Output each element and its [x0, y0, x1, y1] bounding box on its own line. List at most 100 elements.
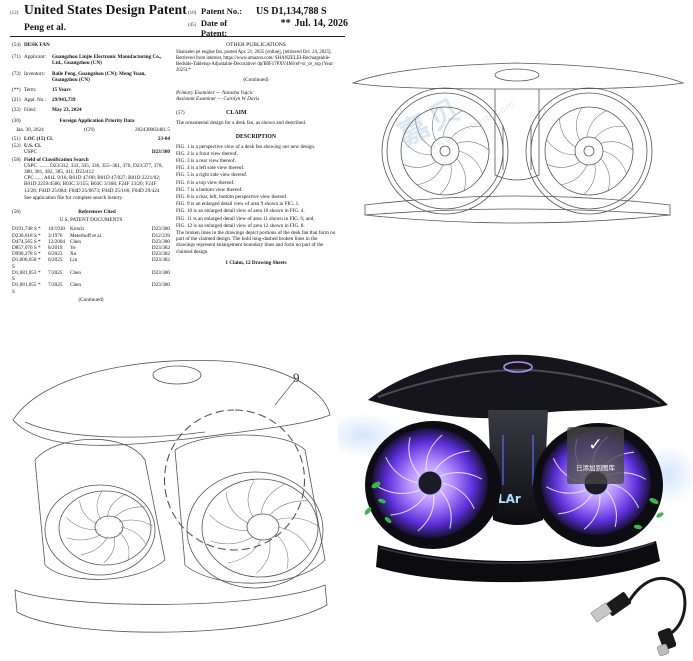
reference-cell: Chen: [70, 269, 81, 276]
front-right-fan: [525, 87, 653, 215]
header-code-10: (10): [188, 11, 197, 16]
fan-blade: [209, 514, 249, 531]
photo-display-text: LAr: [498, 492, 521, 506]
fan-blade: [408, 437, 421, 477]
reference-cell: D12/239: [151, 232, 170, 239]
fan-blade: [377, 486, 421, 494]
reference-cell: 3/1976: [48, 232, 63, 239]
fan-blade: [415, 118, 432, 148]
fan-blade: [458, 150, 483, 175]
reference-cell: *: [38, 257, 41, 264]
reference-cell: 6/2025: [48, 257, 63, 264]
applicant-value: Guangzhou Linjie Electronic Manufacturin…: [52, 54, 162, 67]
fan-blade: [227, 539, 262, 564]
field-uspc: USPC ........ D23/332, 333, 335, 336, 35…: [24, 162, 163, 176]
fan-blade: [79, 500, 98, 525]
fan-blade: [118, 532, 130, 560]
photo-top-wing: [368, 354, 668, 419]
reference-cell: Chen: [70, 238, 81, 245]
fan-blade: [247, 480, 255, 518]
fan-blade: [439, 472, 483, 480]
reference-cell: *: [38, 226, 41, 233]
description-item: FIG. 9 is an enlarged detail view of are…: [176, 201, 300, 208]
filed-code: (22): [12, 107, 21, 114]
priority-label: Foreign Application Priority Data: [59, 117, 135, 124]
front-base: [364, 195, 671, 216]
us-cl-label: U.S. Cl.: [24, 143, 42, 150]
fan-blade: [120, 526, 147, 547]
fan-blade: [103, 535, 115, 564]
us-cl-code: (52): [12, 143, 21, 150]
field-code: (58): [12, 156, 21, 163]
reference-cell: Lin: [70, 257, 78, 264]
reference-cell: 7/2025: [48, 269, 63, 276]
applicant-label: Applicant:: [24, 54, 46, 61]
fan-blade: [560, 164, 588, 186]
header-right: (10) Patent No.: US D1,134,788 S (45) Da…: [188, 6, 348, 38]
fan-blade: [605, 489, 618, 528]
fan-blade: [600, 141, 634, 151]
appl-no-label: Appl. No.:: [24, 97, 47, 104]
description-item: FIG. 1 is a perspective view of a desk f…: [176, 143, 316, 150]
reference-cell: 10/1930: [48, 226, 66, 233]
saved-badge[interactable]: ✓ 已添加到图库: [567, 427, 624, 484]
fan-blade: [119, 519, 154, 527]
appl-no-value: 29/943,739: [52, 97, 76, 104]
refs-sub: U.S. PATENT DOCUMENTS: [59, 217, 123, 224]
patent-front-page: (12) United States Design Patent Peng et…: [10, 2, 348, 347]
us-cl-sub: USPC: [24, 149, 37, 156]
fan-blade: [107, 493, 127, 518]
fan-blade: [456, 158, 466, 191]
filed-value: May 23, 2024: [52, 107, 82, 114]
fan-blade: [275, 517, 319, 527]
priority-row: Jan. 30, 2024 (CN) 202430063401.5: [16, 127, 170, 133]
fan-blade: [277, 526, 311, 552]
reference-cell: D23/380: [151, 282, 170, 289]
applicant-code: (71): [12, 54, 21, 61]
reference-cell: D23/380: [151, 269, 170, 276]
left-column: (54)DESK FAN (71)Applicant:Guangzhou Lin…: [12, 42, 170, 303]
header-code-45: (45): [188, 23, 197, 28]
reference-cell: *: [38, 251, 41, 258]
description-list: FIG. 1 is a perspective view of a desk f…: [176, 144, 336, 255]
fan-blade: [96, 491, 103, 520]
reference-cell: D23/382: [151, 251, 170, 258]
saved-badge-text: 已添加到图库: [576, 464, 615, 472]
fan-blade: [441, 482, 475, 510]
fan-blade: [80, 536, 108, 556]
patent-date: Jul. 14, 2026: [294, 18, 348, 29]
usb-c-plug: [656, 628, 677, 657]
reference-cell: 6/2023: [48, 251, 63, 258]
reference-cell: D23/380: [151, 226, 170, 233]
filed-label: Filed:: [24, 107, 37, 114]
field-label: Field of Classification Search: [24, 156, 89, 163]
fan-blade: [256, 538, 271, 574]
reference-cell: *: [38, 282, 41, 289]
header-left: (12) United States Design Patent Peng et…: [10, 2, 195, 35]
fan-blade: [594, 125, 626, 139]
refs-continued: (Continued): [78, 296, 104, 303]
reference-cell: D230,618 S: [12, 232, 37, 239]
design-title: DESK FAN: [24, 42, 50, 48]
front-top-wing: [351, 62, 685, 90]
priority-date: Jan. 30, 2024: [16, 126, 44, 133]
description-item: FIG. 8 is a rear, left, bottom perspecti…: [176, 194, 288, 201]
claim-text: The ornamental design for a desk fan, as…: [176, 120, 307, 127]
claim-code: (57): [176, 110, 185, 116]
persp-top-wing: [12, 360, 331, 446]
description-item: FIG. 12 is an enlarged detail view of ar…: [176, 222, 305, 229]
usb-cable: [626, 577, 687, 637]
fan-blade: [67, 534, 102, 541]
reference-cell: D23/380: [151, 238, 170, 245]
assistant-examiner: Assistant Examiner — Carolyn W Davis: [176, 95, 260, 102]
loc-code: (51): [12, 136, 21, 143]
primary-examiner: Primary Examiner — Natasha Vujcic: [176, 89, 254, 96]
fan-blade: [260, 483, 285, 515]
description-item: The broken lines in the drawings depict …: [176, 230, 336, 255]
fan-blade: [442, 110, 463, 138]
reference-cell: 8/2019: [48, 245, 63, 252]
